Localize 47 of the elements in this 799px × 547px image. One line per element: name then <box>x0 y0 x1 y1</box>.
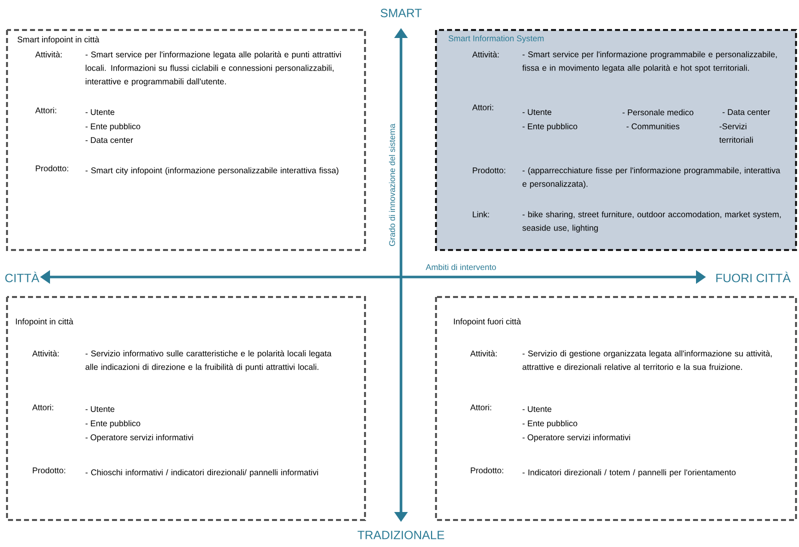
field-label: Prodotto: <box>472 167 506 174</box>
box-heading: Smart Information System <box>448 35 544 43</box>
field-label: Attività: <box>32 350 59 356</box>
box-heading: Infopoint in città <box>16 318 74 326</box>
list-item: - Communities <box>626 123 680 130</box>
field-label: Attori: <box>35 107 56 114</box>
axis-label: TRADIZIONALE <box>358 530 444 540</box>
field-label: Prodotto: <box>470 467 504 474</box>
field-label: Attività: <box>472 51 499 58</box>
box-heading: Infopoint fuori città <box>454 318 522 326</box>
field-text: - Chioschi informativi / indicatori direzionali/ pannelli informativi <box>86 469 318 477</box>
field-label: Link: <box>472 211 489 218</box>
list-item: - Utente <box>522 406 552 412</box>
list-item: - Ente pubblico <box>522 123 578 131</box>
field-text: - Smart service per l'informazione legata alle polarità e punti attrattivi locali. Informazioni su flussi ciclabili e connessioni personalizzabili, interattive e programmabili dall'utente. <box>86 51 341 86</box>
axis-title: Grado di innovazione del sistema <box>388 124 396 246</box>
axis-label: FUORI CITTÀ <box>716 272 791 282</box>
field-label: Attività: <box>35 51 62 58</box>
field-label: Prodotto: <box>36 165 68 172</box>
list-item: - Operatore servizi informativi <box>86 434 194 442</box>
field-label: Attori: <box>472 104 494 110</box>
field-text: - Servizio di gestione organizzata legata all'informazione su attività, attrattive e direzionali relative al territorio e la sua fruizione. <box>522 350 772 370</box>
box-heading: Smart infopoint in città <box>18 36 100 44</box>
list-item: - Utente <box>522 109 552 115</box>
field-text: - Smart city infopoint (informazione personalizzabile interattiva fissa) <box>86 167 338 175</box>
list-item: - Ente pubblico <box>86 123 140 131</box>
list-item: - Ente pubblico <box>522 420 578 428</box>
field-label: Attori: <box>470 404 492 410</box>
axis-title: Ambiti di intervento <box>426 264 496 270</box>
field-text: - bike sharing, street furniture, outdoor accomodation, market system, seaside use, lighting <box>522 211 781 232</box>
field-text: - Smart service per l'informazione programmabile e personalizzabile, fissa e in movimento legata alle polarità e hot spot territoriali. <box>522 51 777 72</box>
field-label: Attori: <box>32 404 54 410</box>
list-item: - Utente <box>86 406 114 412</box>
axis-label: CITTÀ <box>5 272 40 282</box>
field-text: - Servizio informativo sulle caratteristiche e le polarità locali legata alle indicazioni di direzione e la fruibilità di punti attrattivi locali. <box>86 350 332 372</box>
field-text: - (apparrecchiature fisse per l'informazione programmabile, interattiva e personalizzata). <box>522 167 780 188</box>
field-label: Attività: <box>470 350 497 356</box>
list-item: - Utente <box>86 109 114 115</box>
list-item: - Data center <box>722 109 770 115</box>
field-text: - Indicatori direzionali / totem / pannelli per l'orientamento <box>522 469 736 477</box>
list-item: - Personale medico <box>622 109 694 116</box>
list-item: - Ente pubblico <box>86 420 140 428</box>
list-item: - Data center <box>86 137 134 143</box>
axis-label: SMART <box>380 8 422 18</box>
field-label: Prodotto: <box>32 467 66 474</box>
list-item: -Servizi territoriali <box>719 123 753 143</box>
list-item: - Operatore servizi informativi <box>522 434 630 442</box>
